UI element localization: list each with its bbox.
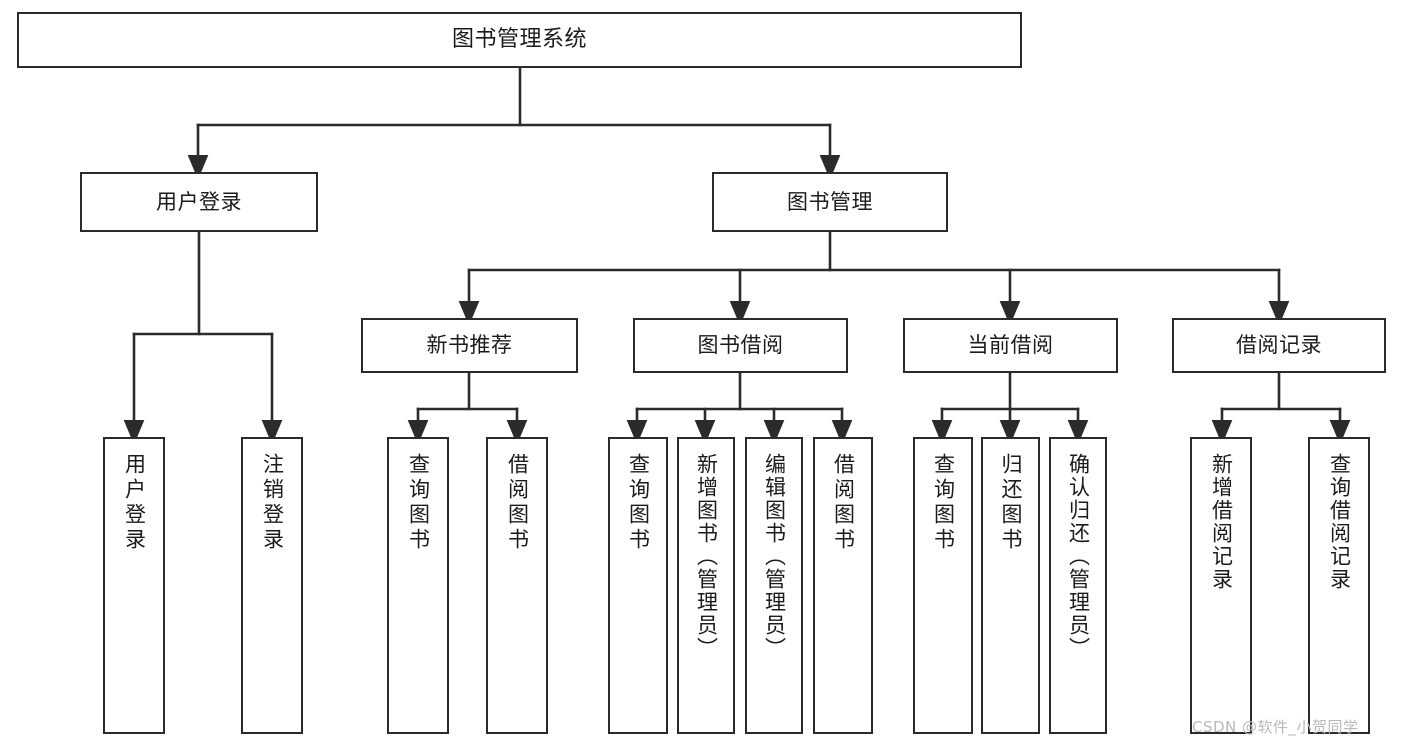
node-label: 确认归还（管理员）: [1066, 453, 1091, 660]
node-root-book-management-system[interactable]: 图书管理系统: [17, 12, 1022, 68]
node-label: 借阅图书: [831, 453, 856, 553]
node-label: 新增借阅记录: [1209, 453, 1234, 591]
node-leaf-add-book-admin[interactable]: 新增图书（管理员）: [677, 437, 735, 734]
node-leaf-edit-book-admin[interactable]: 编辑图书（管理员）: [745, 437, 803, 734]
node-label: 新增图书（管理员）: [694, 453, 719, 660]
node-label: 图书借阅: [697, 333, 784, 358]
node-label: 用户登录: [122, 453, 147, 553]
node-label: 借阅图书: [505, 453, 530, 553]
node-leaf-query-book-recommend[interactable]: 查询图书: [387, 437, 449, 734]
node-label: 图书管理系统: [451, 27, 587, 53]
node-label: 用户登录: [156, 189, 242, 214]
node-leaf-user-login[interactable]: 用户登录: [103, 437, 165, 734]
node-label: 查询图书: [626, 453, 651, 553]
node-new-book-recommend[interactable]: 新书推荐: [361, 318, 578, 373]
node-current-borrow[interactable]: 当前借阅: [903, 318, 1118, 373]
node-label: 新书推荐: [426, 333, 513, 358]
node-leaf-confirm-return-admin[interactable]: 确认归还（管理员）: [1049, 437, 1107, 734]
node-book-management[interactable]: 图书管理: [712, 172, 948, 232]
node-label: 查询图书: [931, 453, 956, 553]
node-label: 查询借阅记录: [1327, 453, 1352, 591]
csdn-watermark: CSDN @软件_小贺同学: [1192, 718, 1359, 736]
node-label: 借阅记录: [1236, 333, 1322, 358]
node-leaf-query-book-borrow[interactable]: 查询图书: [608, 437, 668, 734]
node-leaf-query-borrow-record[interactable]: 查询借阅记录: [1308, 437, 1370, 734]
node-label: 注销登录: [260, 453, 285, 553]
node-user-login[interactable]: 用户登录: [80, 172, 318, 232]
node-label: 编辑图书（管理员）: [762, 453, 787, 660]
node-label: 图书管理: [787, 189, 873, 214]
node-borrow-record[interactable]: 借阅记录: [1172, 318, 1386, 373]
node-label: 查询图书: [406, 453, 431, 553]
node-leaf-query-book-current[interactable]: 查询图书: [913, 437, 973, 734]
node-leaf-borrow-book-recommend[interactable]: 借阅图书: [486, 437, 548, 734]
node-leaf-add-borrow-record[interactable]: 新增借阅记录: [1190, 437, 1252, 734]
node-label: 当前借阅: [967, 333, 1054, 358]
node-label: 归还图书: [999, 453, 1023, 553]
node-leaf-user-logout[interactable]: 注销登录: [241, 437, 303, 734]
node-leaf-borrow-book-borrow[interactable]: 借阅图书: [813, 437, 873, 734]
node-book-borrow[interactable]: 图书借阅: [633, 318, 848, 373]
node-leaf-return-book[interactable]: 归还图书: [981, 437, 1040, 734]
